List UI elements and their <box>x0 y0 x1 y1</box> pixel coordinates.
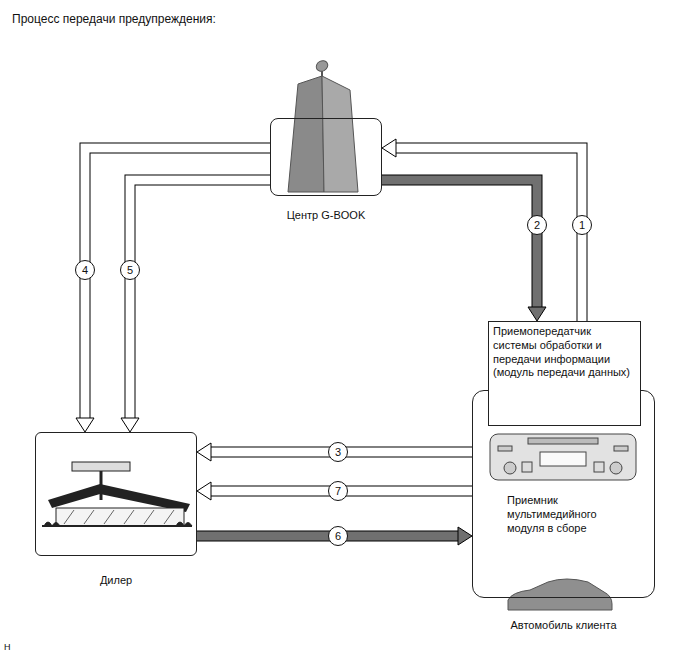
callout-number: 6 <box>328 526 348 546</box>
arrow-shaft <box>85 148 270 418</box>
arrow-head <box>528 307 546 321</box>
arrow-head <box>76 418 94 432</box>
arrow-connector <box>197 482 472 500</box>
multimedia-receiver <box>490 434 636 480</box>
arrow-head <box>197 443 211 461</box>
car-silhouette <box>508 579 612 610</box>
arrow-outline <box>130 180 270 418</box>
arrow-connector <box>197 527 472 545</box>
arrow-shaft <box>382 180 537 307</box>
arrow-outline <box>396 148 582 321</box>
dcm-transceiver-box: Приемопередатчик системы обработки и пер… <box>488 321 641 426</box>
arrow-head <box>382 139 396 157</box>
arrow-head <box>121 418 139 432</box>
figure-code: H <box>4 642 24 653</box>
dealer-building <box>42 462 192 526</box>
arrow-connector <box>197 443 472 461</box>
callout-number: 7 <box>328 481 348 501</box>
arrow-outline <box>85 148 270 418</box>
diagram-title: Процесс передачи предупреждения: <box>12 12 216 26</box>
callout-number: 4 <box>75 260 95 280</box>
callout-number: 1 <box>572 215 592 235</box>
node-label: Приемопередатчик системы обработки и пер… <box>489 322 640 383</box>
arrow-shaft <box>130 180 270 418</box>
node-label: Автомобиль клиента <box>464 619 664 633</box>
node-label: Центр G-BOOK <box>246 209 406 223</box>
gbook-center-box: Центр G-BOOK <box>270 118 382 196</box>
arrow-connector <box>382 139 582 321</box>
callout-number: 5 <box>120 260 140 280</box>
arrow-shaft <box>396 148 582 321</box>
arrow-head <box>197 482 211 500</box>
arrow-connector <box>76 148 270 432</box>
part-label: Приемник мультимедийного модуля в сборе <box>507 494 617 535</box>
gbook-building <box>288 59 358 192</box>
dealer-box: Дилер <box>35 432 197 556</box>
callout-number: 3 <box>328 442 348 462</box>
customer-vehicle-box: Автомобиль клиентаПриемопередатчик систе… <box>472 390 655 598</box>
arrow-outline <box>382 180 537 307</box>
arrow-connector <box>121 180 270 432</box>
arrow-head <box>458 527 472 545</box>
arrow-connector <box>382 180 546 321</box>
node-label: Дилер <box>56 574 176 588</box>
callout-number: 2 <box>527 215 547 235</box>
